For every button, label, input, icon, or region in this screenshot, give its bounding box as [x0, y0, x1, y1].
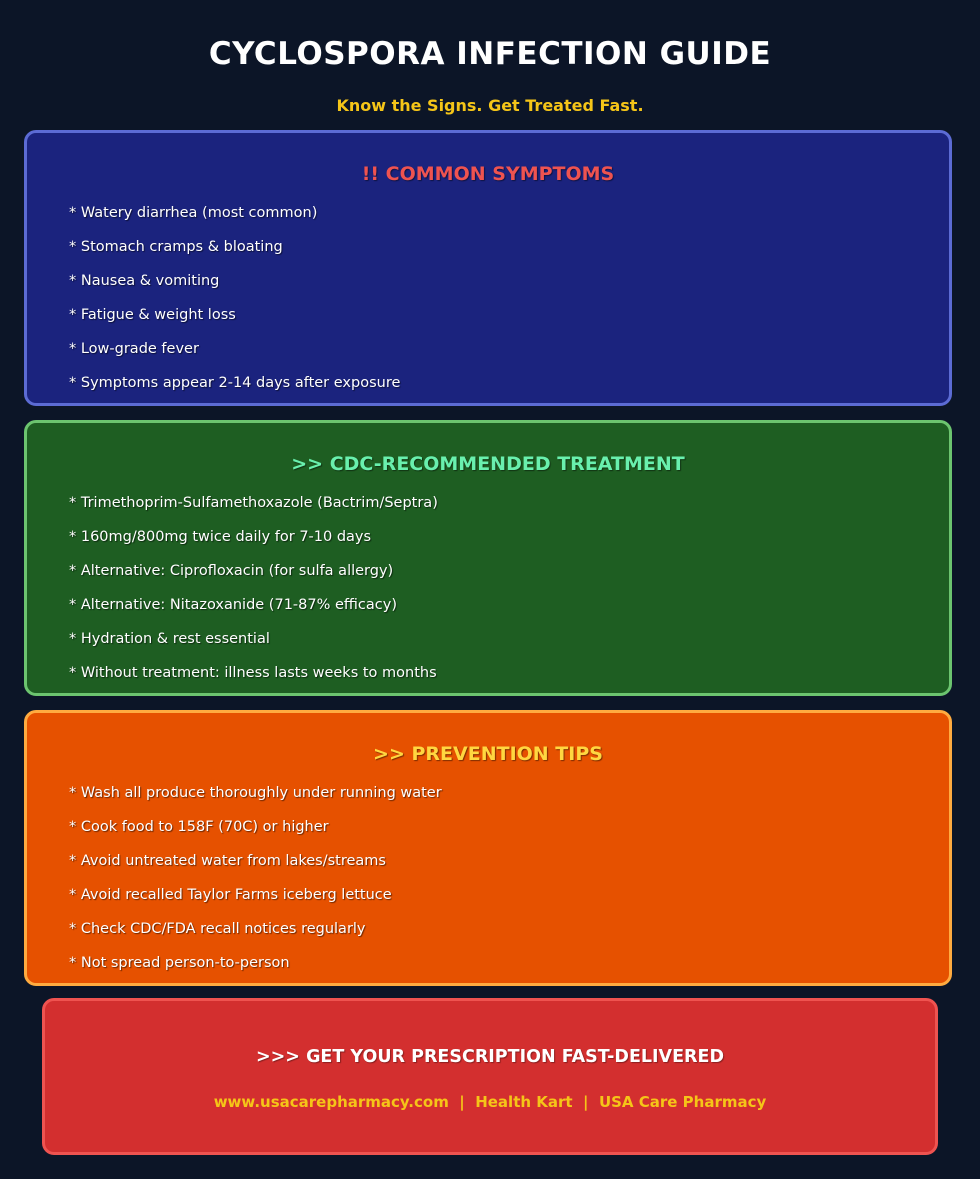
symptoms-list: * Watery diarrhea (most common) * Stomac… — [69, 205, 400, 409]
list-item: * Wash all produce thoroughly under runn… — [69, 785, 442, 801]
prevention-card: >> PREVENTION TIPS * Wash all produce th… — [24, 710, 952, 986]
list-item: * Avoid recalled Taylor Farms iceberg le… — [69, 887, 392, 903]
list-item: * Check CDC/FDA recall notices regularly — [69, 921, 366, 937]
treatment-list: * Trimethoprim-Sulfamethoxazole (Bactrim… — [69, 495, 438, 699]
prescription-banner: >>> GET YOUR PRESCRIPTION FAST-DELIVERED… — [42, 998, 938, 1155]
symptoms-card: !! COMMON SYMPTOMS * Watery diarrhea (mo… — [24, 130, 952, 406]
list-item: * Trimethoprim-Sulfamethoxazole (Bactrim… — [69, 495, 438, 511]
list-item: * Low-grade fever — [69, 341, 199, 357]
list-item: * Alternative: Ciprofloxacin (for sulfa … — [69, 563, 394, 579]
list-item: * Watery diarrhea (most common) — [69, 205, 318, 221]
list-item: * Alternative: Nitazoxanide (71-87% effi… — [69, 597, 397, 613]
list-item: * Without treatment: illness lasts weeks… — [69, 665, 437, 681]
list-item: * Not spread person-to-person — [69, 955, 290, 971]
list-item: * Fatigue & weight loss — [69, 307, 236, 323]
list-item: * Symptoms appear 2-14 days after exposu… — [69, 375, 401, 391]
list-item: * Hydration & rest essential — [69, 631, 270, 647]
prevention-heading: >> PREVENTION TIPS — [373, 743, 603, 765]
page-title: CYCLOSPORA INFECTION GUIDE — [208, 36, 772, 72]
symptoms-heading: !! COMMON SYMPTOMS — [361, 163, 615, 185]
treatment-card: >> CDC-RECOMMENDED TREATMENT * Trimethop… — [24, 420, 952, 696]
prevention-list: * Wash all produce thoroughly under runn… — [69, 785, 442, 989]
pharmacy-links[interactable]: www.usacarepharmacy.com | Health Kart | … — [213, 1093, 767, 1111]
list-item: * Nausea & vomiting — [69, 273, 220, 289]
prescription-heading: >>> GET YOUR PRESCRIPTION FAST-DELIVERED — [255, 1047, 725, 1067]
list-item: * Stomach cramps & bloating — [69, 239, 283, 255]
list-item: * 160mg/800mg twice daily for 7-10 days — [69, 529, 372, 545]
treatment-heading: >> CDC-RECOMMENDED TREATMENT — [291, 453, 685, 475]
page-subtitle: Know the Signs. Get Treated Fast. — [336, 96, 644, 115]
list-item: * Cook food to 158F (70C) or higher — [69, 819, 329, 835]
list-item: * Avoid untreated water from lakes/strea… — [69, 853, 386, 869]
